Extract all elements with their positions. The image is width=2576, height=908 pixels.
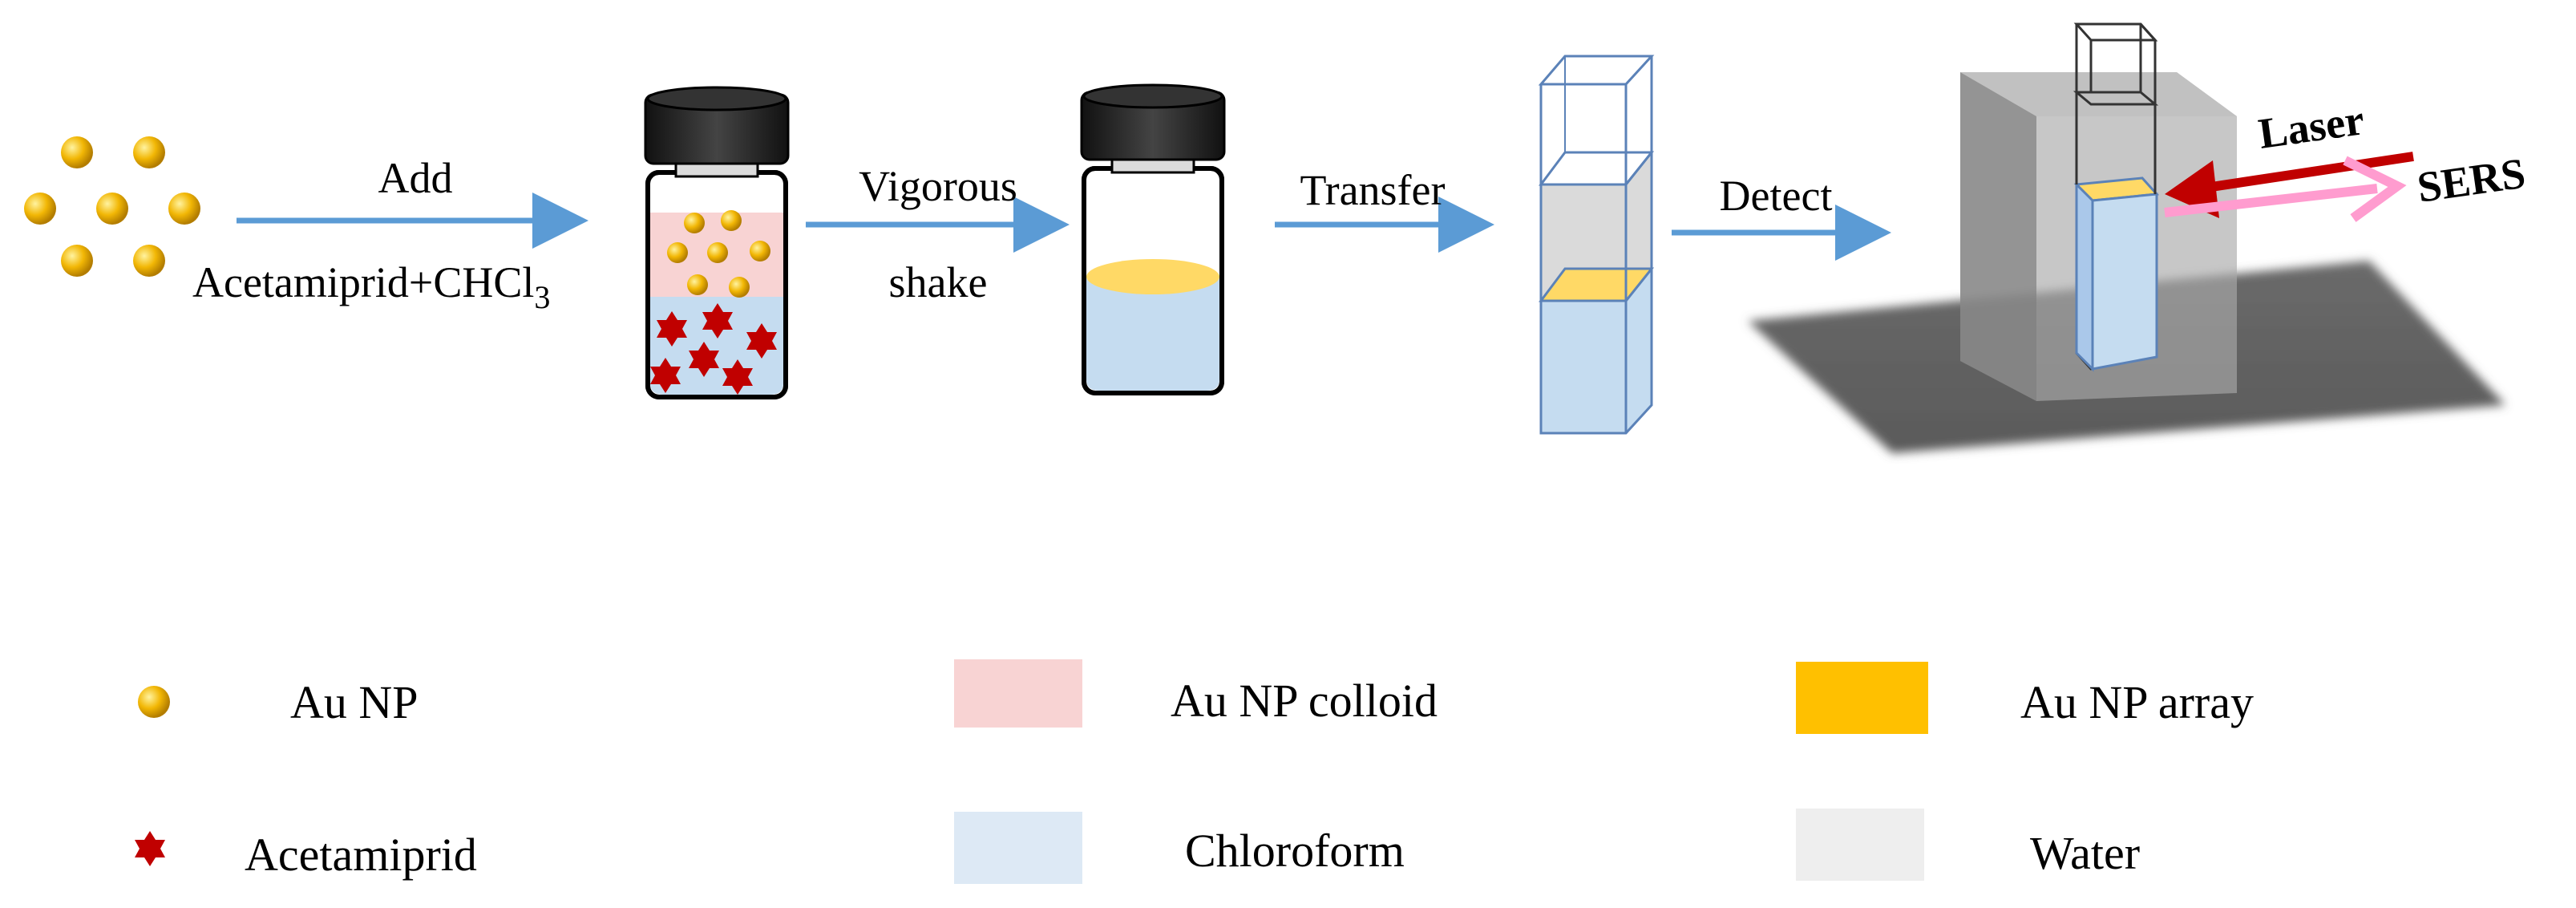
legend-label-water: Water — [2030, 827, 2140, 879]
vigorous-label: Vigorous — [859, 162, 1017, 210]
acetamiprid-swatch — [135, 831, 165, 866]
detect-label: Detect — [1720, 172, 1833, 220]
legend-label-colloid: Au NP colloid — [1171, 675, 1438, 727]
legend-label-au-np: Au NP — [290, 676, 419, 728]
water-swatch — [1796, 809, 1924, 881]
legend-label-chloroform: Chloroform — [1185, 825, 1405, 877]
laser-label: Laser — [2255, 95, 2367, 158]
transfer-step: Transfer — [1275, 166, 1494, 253]
shake-step: Vigorous shake — [806, 162, 1070, 306]
sers-setup: Laser SERS — [1748, 22, 2528, 453]
vial-separated — [1080, 83, 1226, 395]
au-np-cluster — [24, 136, 200, 277]
cuvette — [1538, 55, 1655, 435]
legend-item-colloid: Au NP colloid — [954, 659, 1438, 728]
legend-item-chloroform: Chloroform — [954, 812, 1405, 884]
add-step: Add Acetamiprid+CHCl3 — [192, 154, 588, 315]
detect-step: Detect — [1672, 172, 1891, 261]
legend-item-array: Au NP array — [1796, 662, 2254, 734]
cuvette-in-holder — [2073, 22, 2160, 372]
acetamiprid-chcl3-label: Acetamiprid+CHCl3 — [192, 258, 550, 315]
shake-label: shake — [889, 258, 988, 306]
chloroform-swatch — [954, 812, 1082, 884]
au-np-swatch — [138, 686, 170, 718]
legend-item-au-np: Au NP — [138, 676, 419, 728]
legend-item-water: Water — [1796, 809, 2140, 881]
transfer-label: Transfer — [1300, 166, 1446, 214]
array-swatch — [1796, 662, 1928, 734]
add-label: Add — [378, 154, 453, 202]
sers-label: SERS — [2414, 149, 2528, 212]
legend: Au NP Acetamiprid Au NP colloid Chlorofo… — [135, 659, 2254, 884]
colloid-swatch — [954, 659, 1082, 728]
legend-label-array: Au NP array — [2020, 676, 2254, 728]
vial-mixture — [644, 86, 790, 399]
legend-item-acetamiprid: Acetamiprid — [135, 829, 477, 881]
legend-label-acetamiprid: Acetamiprid — [245, 829, 477, 881]
